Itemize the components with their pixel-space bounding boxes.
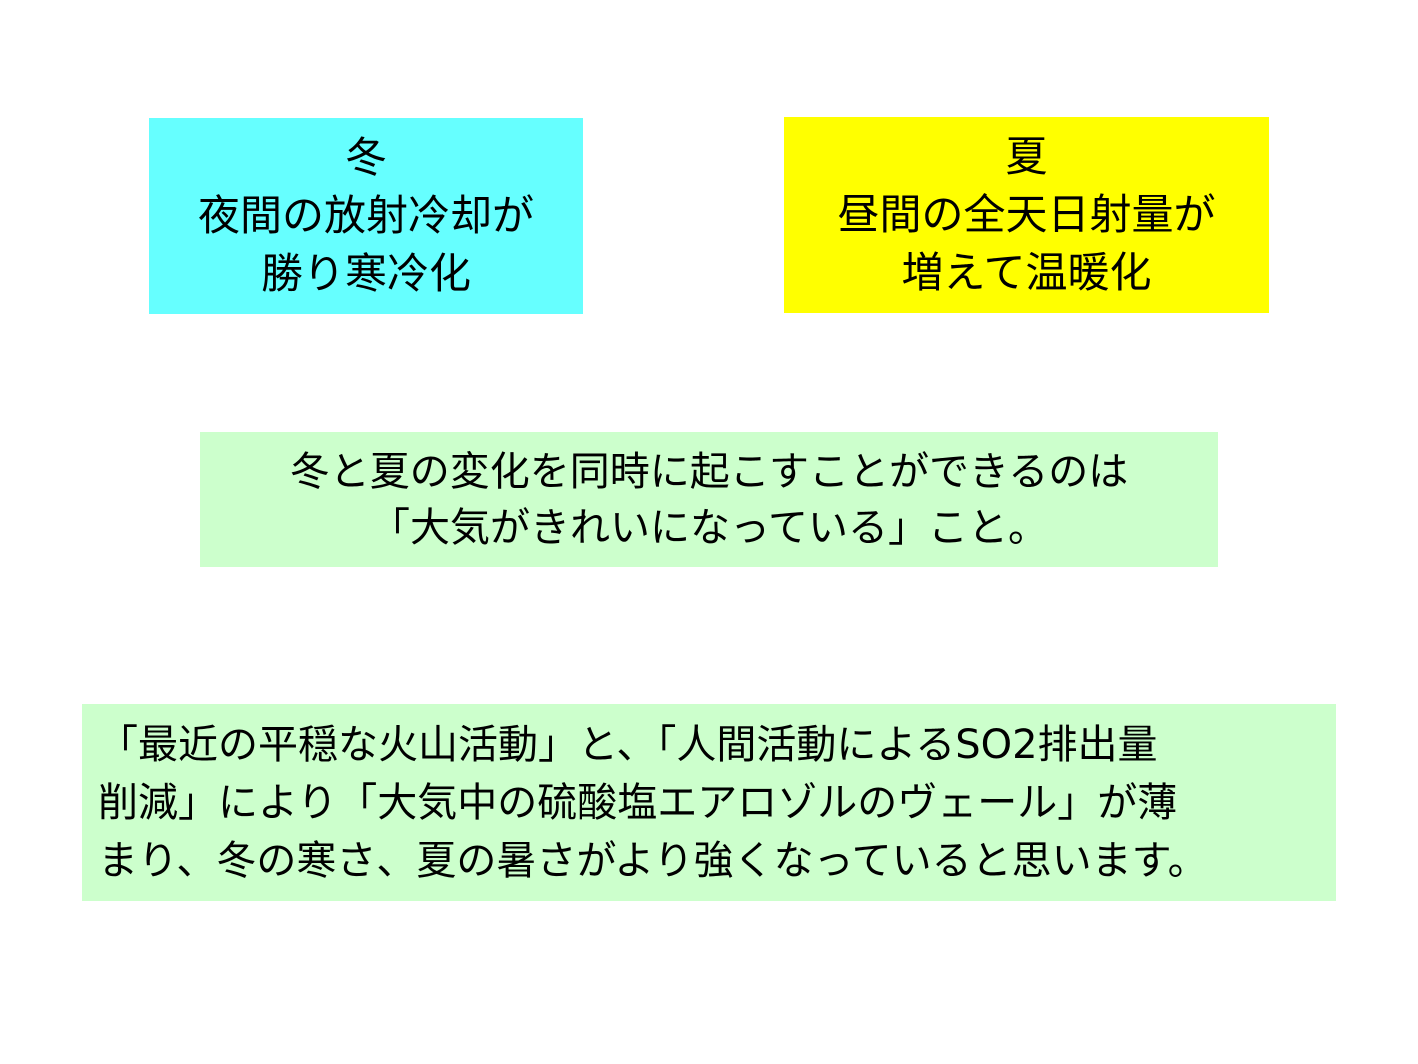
winter-title: 冬 [344,133,387,182]
winter-box: 冬 夜間の放射冷却が 勝り寒冷化 [149,118,583,314]
summer-title: 夏 [1005,132,1048,181]
explanation-box: 「最近の平穏な火山活動」と、「人間活動によるSO2排出量 削減」により「大気中の… [82,704,1336,901]
winter-line-2: 勝り寒冷化 [260,249,471,298]
summer-line-2: 増えて温暖化 [901,248,1152,297]
conclusion-box: 冬と夏の変化を同時に起こすことができるのは 「大気がきれいになっている」こと。 [200,432,1218,567]
conclusion-line-1: 冬と夏の変化を同時に起こすことができるのは [289,448,1129,495]
explanation-line-3: まり、冬の寒さ、夏の暑さがより強くなっていると思います。 [98,837,1208,884]
conclusion-line-2: 「大気がきれいになっている」こと。 [370,504,1048,551]
explanation-line-1: 「最近の平穏な火山活動」と、「人間活動によるSO2排出量 [98,721,1158,768]
summer-line-1: 昼間の全天日射量が [837,190,1216,239]
summer-box: 夏 昼間の全天日射量が 増えて温暖化 [784,117,1269,313]
explanation-line-2: 削減」により「大気中の硫酸塩エアロゾルのヴェール」が薄 [98,779,1178,826]
winter-line-1: 夜間の放射冷却が [197,191,534,240]
